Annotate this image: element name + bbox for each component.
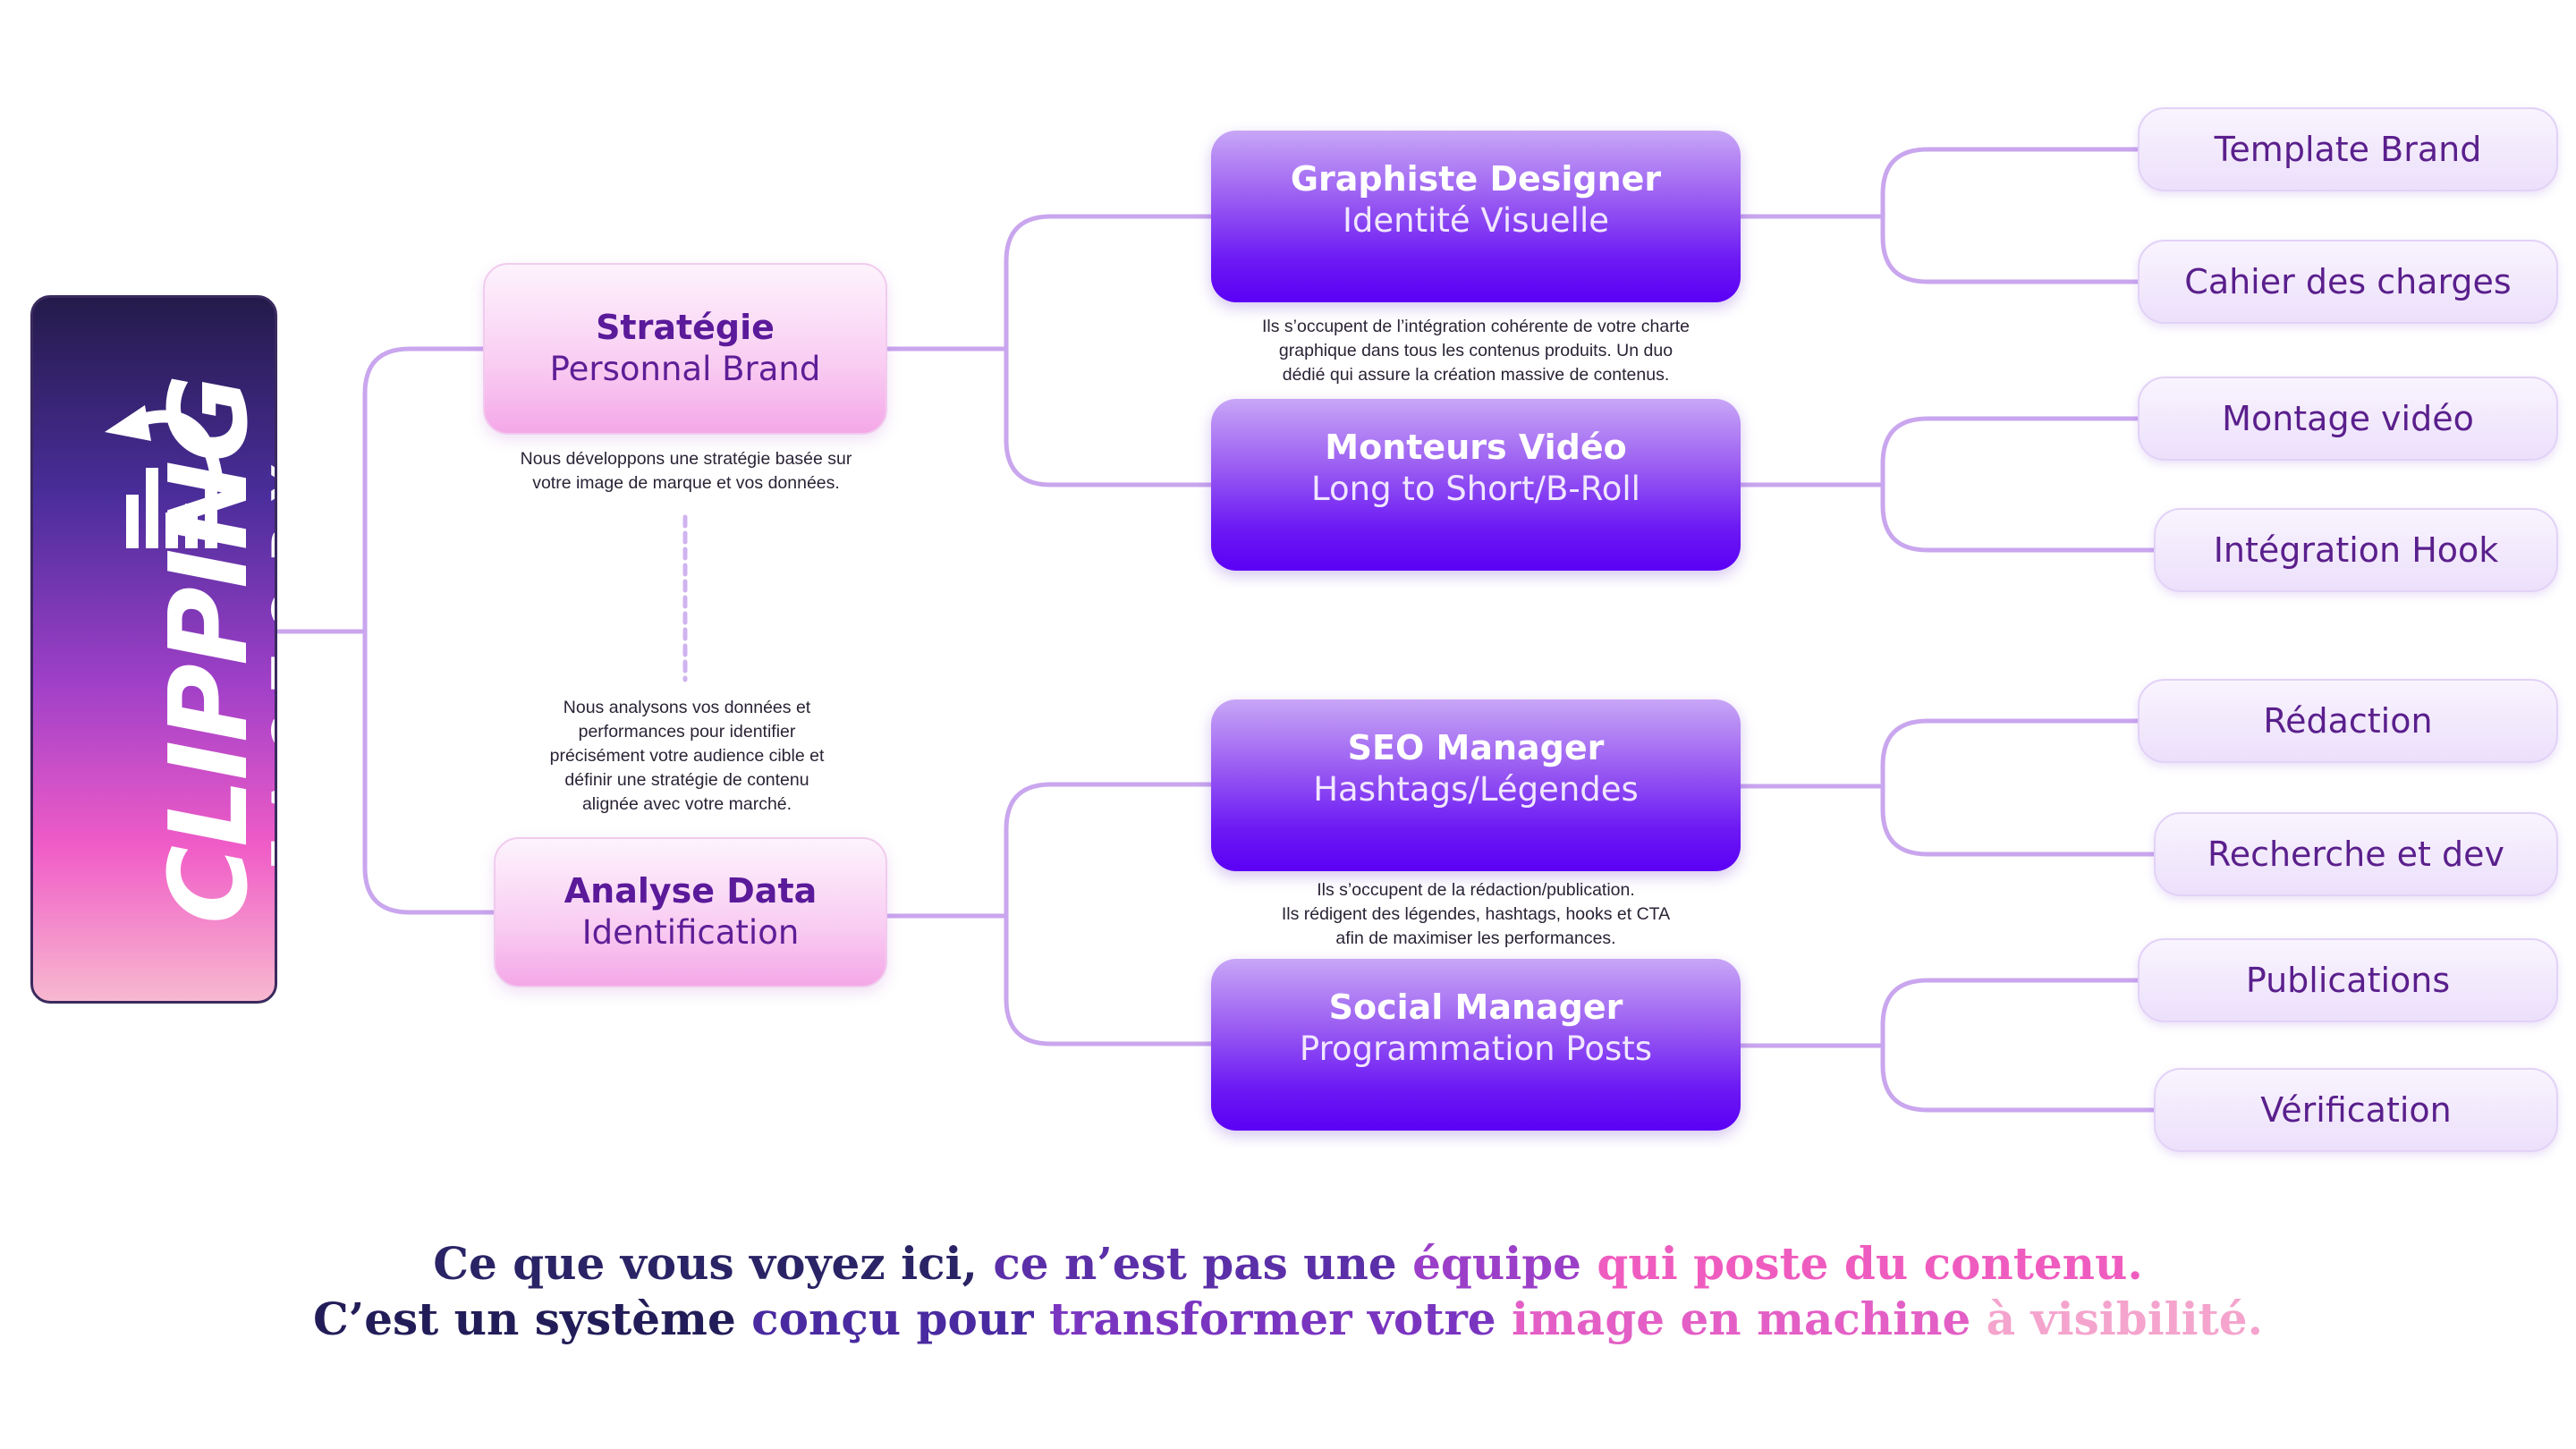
- logo-sub-text: FACTORY: [262, 438, 277, 870]
- note-line: alignée avec votre marché.: [581, 794, 792, 814]
- tagline-segment: conçu pour: [751, 1292, 1049, 1345]
- note-line: Ils rédigent des légendes, hashtags, hoo…: [1281, 904, 1671, 924]
- tagline-line-2: C’est un système conçu pour transformer …: [0, 1292, 2576, 1347]
- tagline-segment: image en machine: [1512, 1292, 1987, 1345]
- note-strategie: Nous développons une stratégie basée sur…: [465, 447, 907, 496]
- leaf-integration-hook: Intégration Hook: [2154, 508, 2558, 592]
- note-line: performances pour identifier: [578, 722, 796, 741]
- connector-graphiste-branch: [1880, 147, 2140, 284]
- connector-to-strategie: [362, 346, 496, 915]
- note-line: définir une stratégie de contenu: [564, 770, 809, 790]
- tagline-segment: à visibilité.: [1986, 1292, 2263, 1345]
- node-seo-manager: SEO Manager Hashtags/Légendes: [1211, 699, 1741, 871]
- tagline-segment: transformer votre: [1048, 1292, 1513, 1345]
- note-line: Nous analysons vos données et: [563, 698, 811, 717]
- tagline-segment: qui poste du contenu.: [1597, 1237, 2143, 1290]
- node-strategie-subtitle: Personnal Brand: [549, 349, 821, 388]
- leaf-montage-video: Montage vidéo: [2138, 377, 2558, 461]
- node-monteurs-video: Monteurs Vidéo Long to Short/B-Roll: [1211, 399, 1741, 571]
- node-social-subtitle: Programmation Posts: [1299, 1029, 1653, 1068]
- node-analyse-data: Analyse Data Identification: [494, 837, 887, 987]
- note-line: Nous développons une stratégie basée sur: [520, 449, 852, 469]
- leaf-publications: Publications: [2138, 938, 2558, 1022]
- note-analyse: Nous analysons vos données et performanc…: [501, 696, 873, 817]
- node-social-manager: Social Manager Programmation Posts: [1211, 959, 1741, 1131]
- node-analyse-title: Analyse Data: [564, 871, 818, 911]
- connector-social-branch: [1880, 978, 2157, 1113]
- growth-arrow-icon: [105, 405, 223, 548]
- node-monteurs-title: Monteurs Vidéo: [1325, 428, 1627, 467]
- logo-main-text: CLIPPING: [148, 376, 272, 924]
- note-graphiste: Ils s’occupent de l’intégration cohérent…: [1190, 315, 1762, 387]
- node-monteurs-subtitle: Long to Short/B-Roll: [1311, 469, 1640, 508]
- leaf-recherche-et-dev: Recherche et dev: [2154, 812, 2558, 896]
- connector-strategie-branch: [1004, 214, 1214, 487]
- note-line: précisément votre audience cible et: [549, 746, 825, 766]
- tagline-segment: Ce que vous voyez ici,: [433, 1237, 994, 1290]
- leaf-cahier-des-charges: Cahier des charges: [2138, 240, 2558, 324]
- leaf-verification: Vérification: [2154, 1068, 2558, 1152]
- tagline-segment: C’est un système: [313, 1292, 752, 1345]
- logo-wordmark: CLIPPING FACTORY: [148, 376, 277, 924]
- note-line: Ils s’occupent de la rédaction/publicati…: [1317, 880, 1635, 900]
- node-seo-title: SEO Manager: [1347, 728, 1605, 767]
- clipping-factory-logo: CLIPPING FACTORY: [30, 295, 277, 1004]
- note-line: graphique dans tous les contenus produit…: [1278, 341, 1674, 360]
- leaf-redaction: Rédaction: [2138, 679, 2558, 763]
- tagline-segment: équipe: [1412, 1237, 1597, 1290]
- node-analyse-subtitle: Identification: [581, 912, 800, 952]
- connector-monteurs-branch: [1880, 416, 2157, 553]
- note-line: afin de maximiser les performances.: [1335, 928, 1616, 948]
- node-social-title: Social Manager: [1328, 987, 1623, 1027]
- note-line: dédié qui assure la création massive de …: [1282, 365, 1670, 385]
- node-seo-subtitle: Hashtags/Légendes: [1313, 769, 1639, 809]
- connector-analyse-branch: [1004, 782, 1214, 1046]
- node-strategie: Stratégie Personnal Brand: [483, 263, 887, 435]
- tagline-segment: ce n’est pas une: [993, 1237, 1413, 1290]
- leaf-template-brand: Template Brand: [2138, 107, 2558, 191]
- note-line: votre image de marque et vos données.: [532, 473, 840, 493]
- connector-seo-branch: [1880, 718, 2157, 857]
- note-line: Ils s’occupent de l’intégration cohérent…: [1261, 317, 1690, 336]
- node-strategie-title: Stratégie: [596, 308, 775, 348]
- node-graphiste-subtitle: Identité Visuelle: [1342, 200, 1610, 240]
- note-seo: Ils s’occupent de la rédaction/publicati…: [1199, 878, 1753, 951]
- node-graphiste-title: Graphiste Designer: [1290, 159, 1662, 199]
- tagline-line-1: Ce que vous voyez ici, ce n’est pas une …: [0, 1236, 2576, 1292]
- node-graphiste-designer: Graphiste Designer Identité Visuelle: [1211, 131, 1741, 302]
